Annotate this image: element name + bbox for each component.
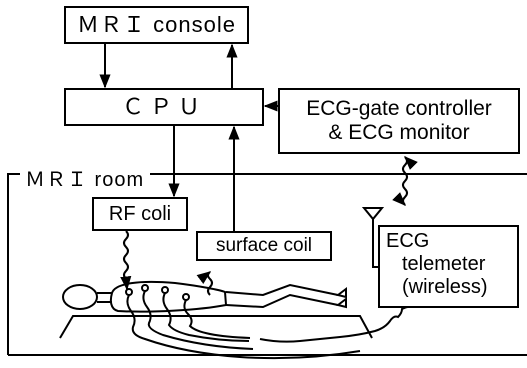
electrode [182, 293, 190, 301]
electrode [161, 286, 169, 294]
electrode-lead [142, 290, 254, 350]
surface-coil-label: surface coil [215, 235, 313, 257]
telemeter-label-line3: (wireless) [402, 276, 488, 298]
electrode-lead [183, 299, 251, 339]
patient-neck [97, 292, 112, 303]
electrode [141, 284, 149, 292]
mri-room-label: ＭＲＩ room [22, 163, 148, 192]
mri-table [59, 315, 373, 339]
ecg-controller-label-line2: & ECG monitor [328, 121, 470, 144]
patient-feet [335, 287, 347, 309]
electrode [125, 288, 133, 296]
telemeter-label-line1: ECG [386, 230, 430, 252]
ecg-gate-controller-box: ECG-gate controller & ECG monitor [278, 88, 520, 154]
ecg-controller-label-line1: ECG-gate controller [306, 96, 492, 120]
mri-console-box: ＭＲＩ console [64, 6, 249, 44]
rf-coil-label: RF coli [108, 202, 172, 225]
telemeter-label-line2: telemeter [402, 253, 486, 275]
rf-coil-box: RF coli [92, 197, 188, 231]
cpu-box: ＣＰＵ [64, 88, 264, 126]
mri-console-label: ＭＲＩ console [77, 12, 236, 38]
mri-room-boundary [7, 173, 527, 355]
patient-legs [225, 283, 339, 309]
electrode-lead [126, 294, 361, 360]
electrode-lead [162, 292, 250, 342]
rf-coil-wave [120, 230, 132, 291]
ecg-telemeter-box: ECG telemeter (wireless) [378, 225, 519, 308]
cpu-label: ＣＰＵ [121, 94, 206, 120]
wireless-link-wave [392, 156, 418, 206]
electrode-lead-bundle [259, 306, 409, 343]
surface-coil-box: surface coil [196, 231, 332, 261]
antenna-icon [361, 207, 385, 268]
surface-coil-wave [196, 271, 213, 296]
patient-head [62, 284, 98, 310]
patient-torso [109, 280, 228, 313]
